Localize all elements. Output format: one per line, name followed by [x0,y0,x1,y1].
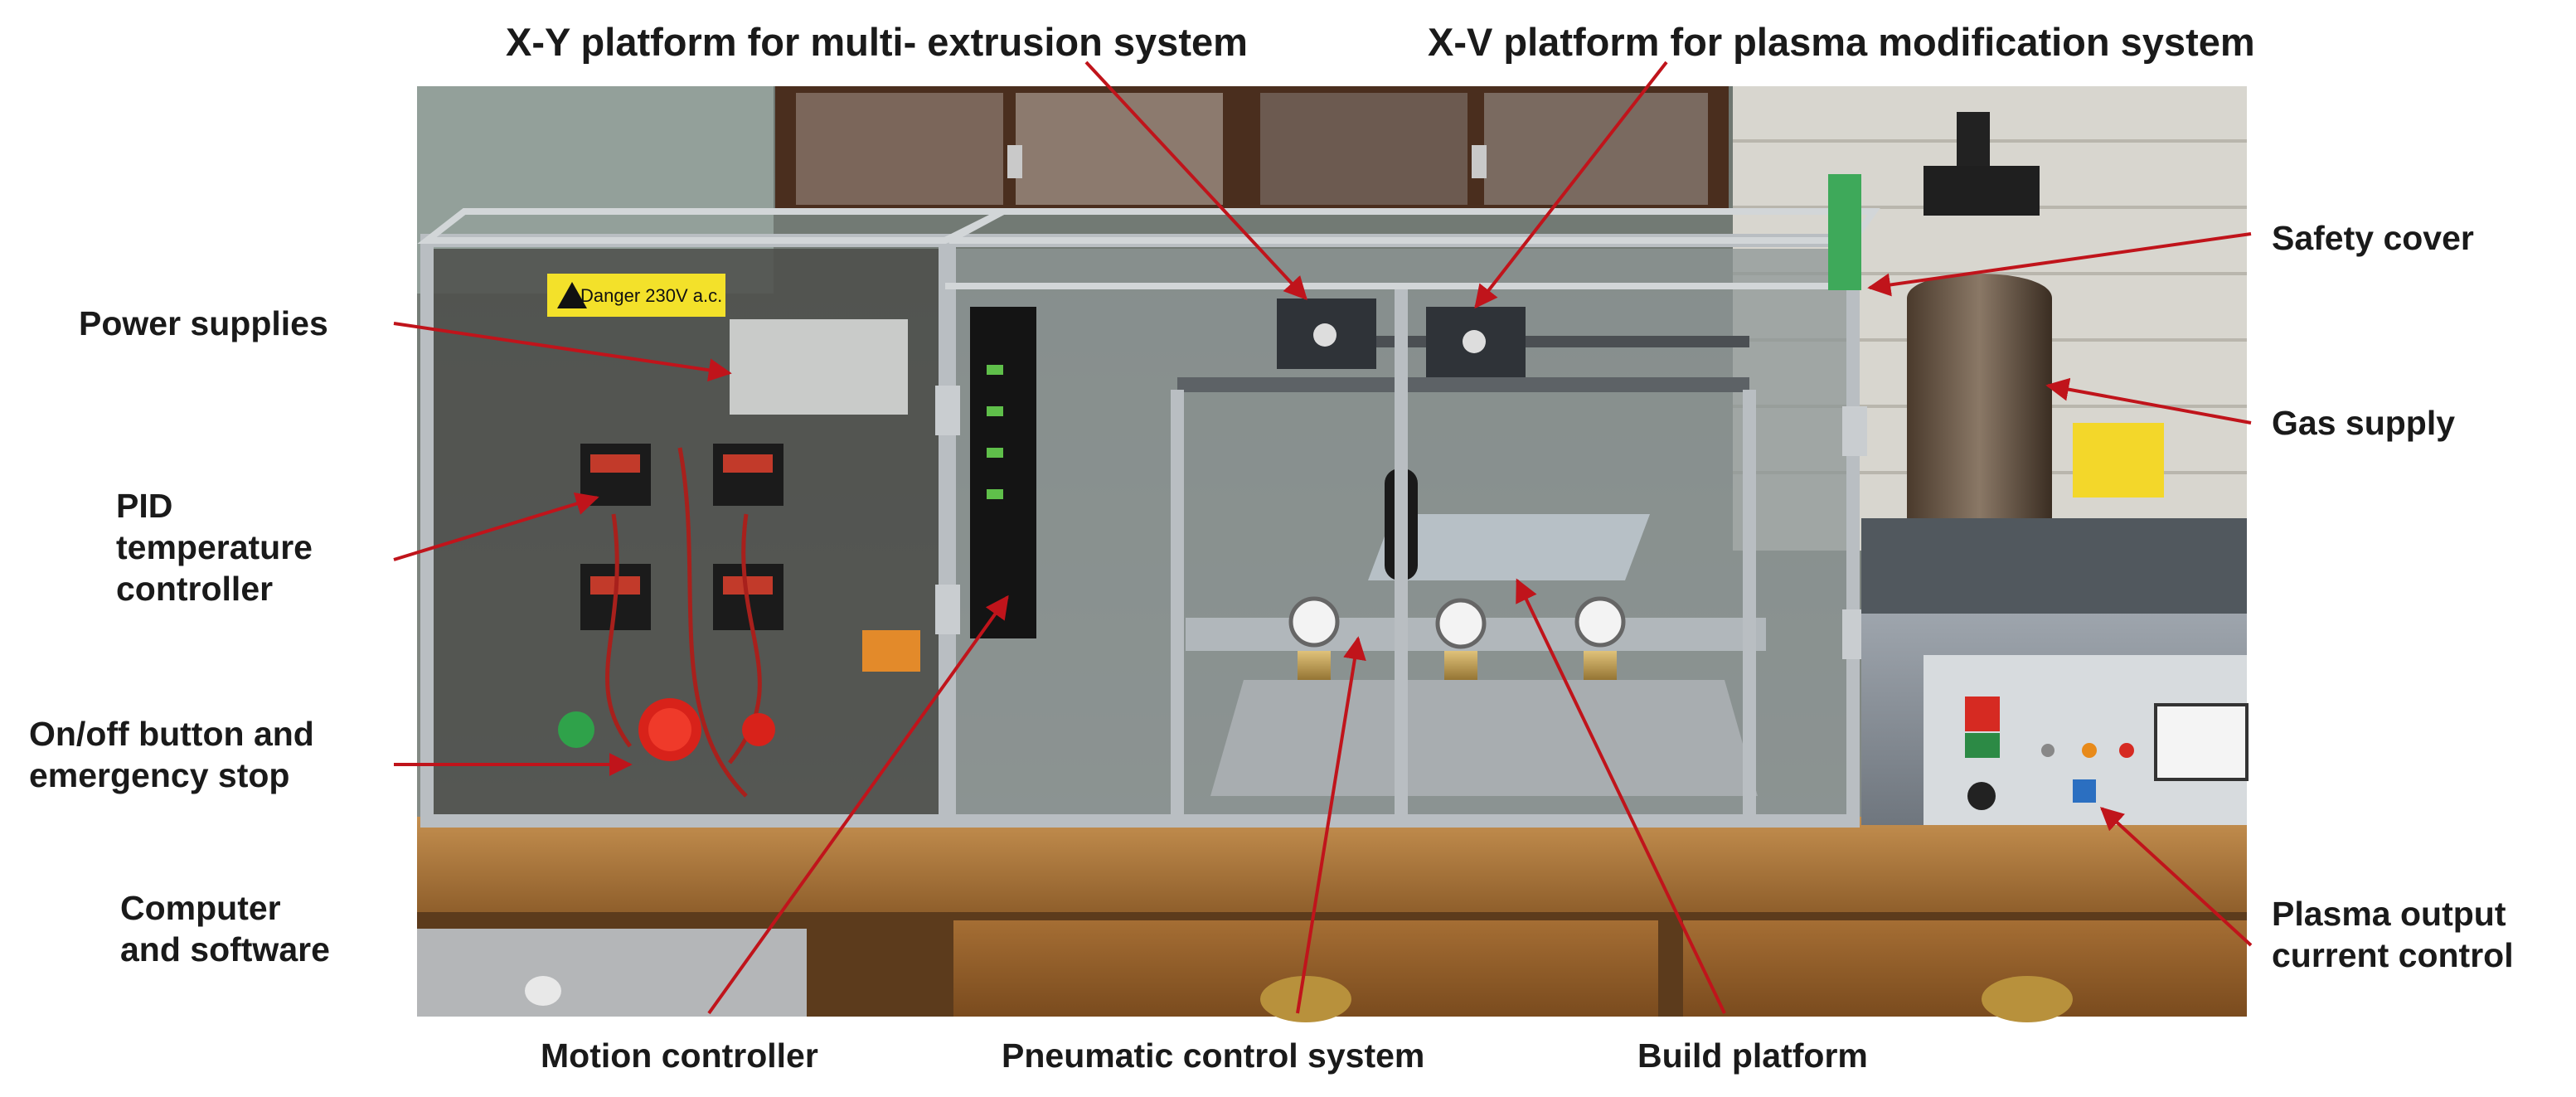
warning-sign-text: Danger 230V a.c. [580,285,722,306]
leader-power-supplies [393,322,732,382]
label-computer-software: Computer and software [120,887,330,970]
label-pid-line3: controller [116,570,274,609]
leader-safety-cover [1867,232,2252,297]
label-onoff-emergency-stop: On/off button and emergency stop [29,713,314,796]
label-pid-temperature-controller: PID temperature controller [116,485,313,609]
label-onoff-line1: On/off button and [29,715,314,753]
leader-xv-platform [1474,61,1668,309]
label-pneumatic-control-system: Pneumatic control system [1002,1036,1425,1075]
label-build-platform: Build platform [1637,1036,1868,1075]
label-onoff-line2: emergency stop [29,756,290,795]
leader-motion-controller [707,595,1009,1015]
label-computer-line1: Computer [120,889,281,927]
label-computer-line2: and software [120,930,330,969]
leader-plasma-output [2099,807,2253,947]
leader-pid [393,492,599,561]
leader-xy-platform [1084,61,1307,301]
leader-build-platform [1516,578,1726,1014]
label-pid-line1: PID [116,487,173,525]
label-plasma-output-current-control: Plasma output current control [2272,893,2514,976]
leader-gas-supply [2045,377,2252,425]
label-power-supplies: Power supplies [79,304,328,342]
leader-pneumatic [1296,636,1366,1014]
label-plasma-line2: current control [2272,936,2514,975]
label-plasma-line1: Plasma output [2272,895,2506,933]
label-safety-cover: Safety cover [2272,219,2474,257]
label-gas-supply: Gas supply [2272,404,2456,442]
label-motion-controller: Motion controller [541,1036,818,1075]
label-xy-platform: X-Y platform for multi- extrusion system [506,20,1248,64]
label-pid-line2: temperature [116,528,313,567]
label-xv-platform: X-V platform for plasma modification sys… [1428,20,2255,64]
